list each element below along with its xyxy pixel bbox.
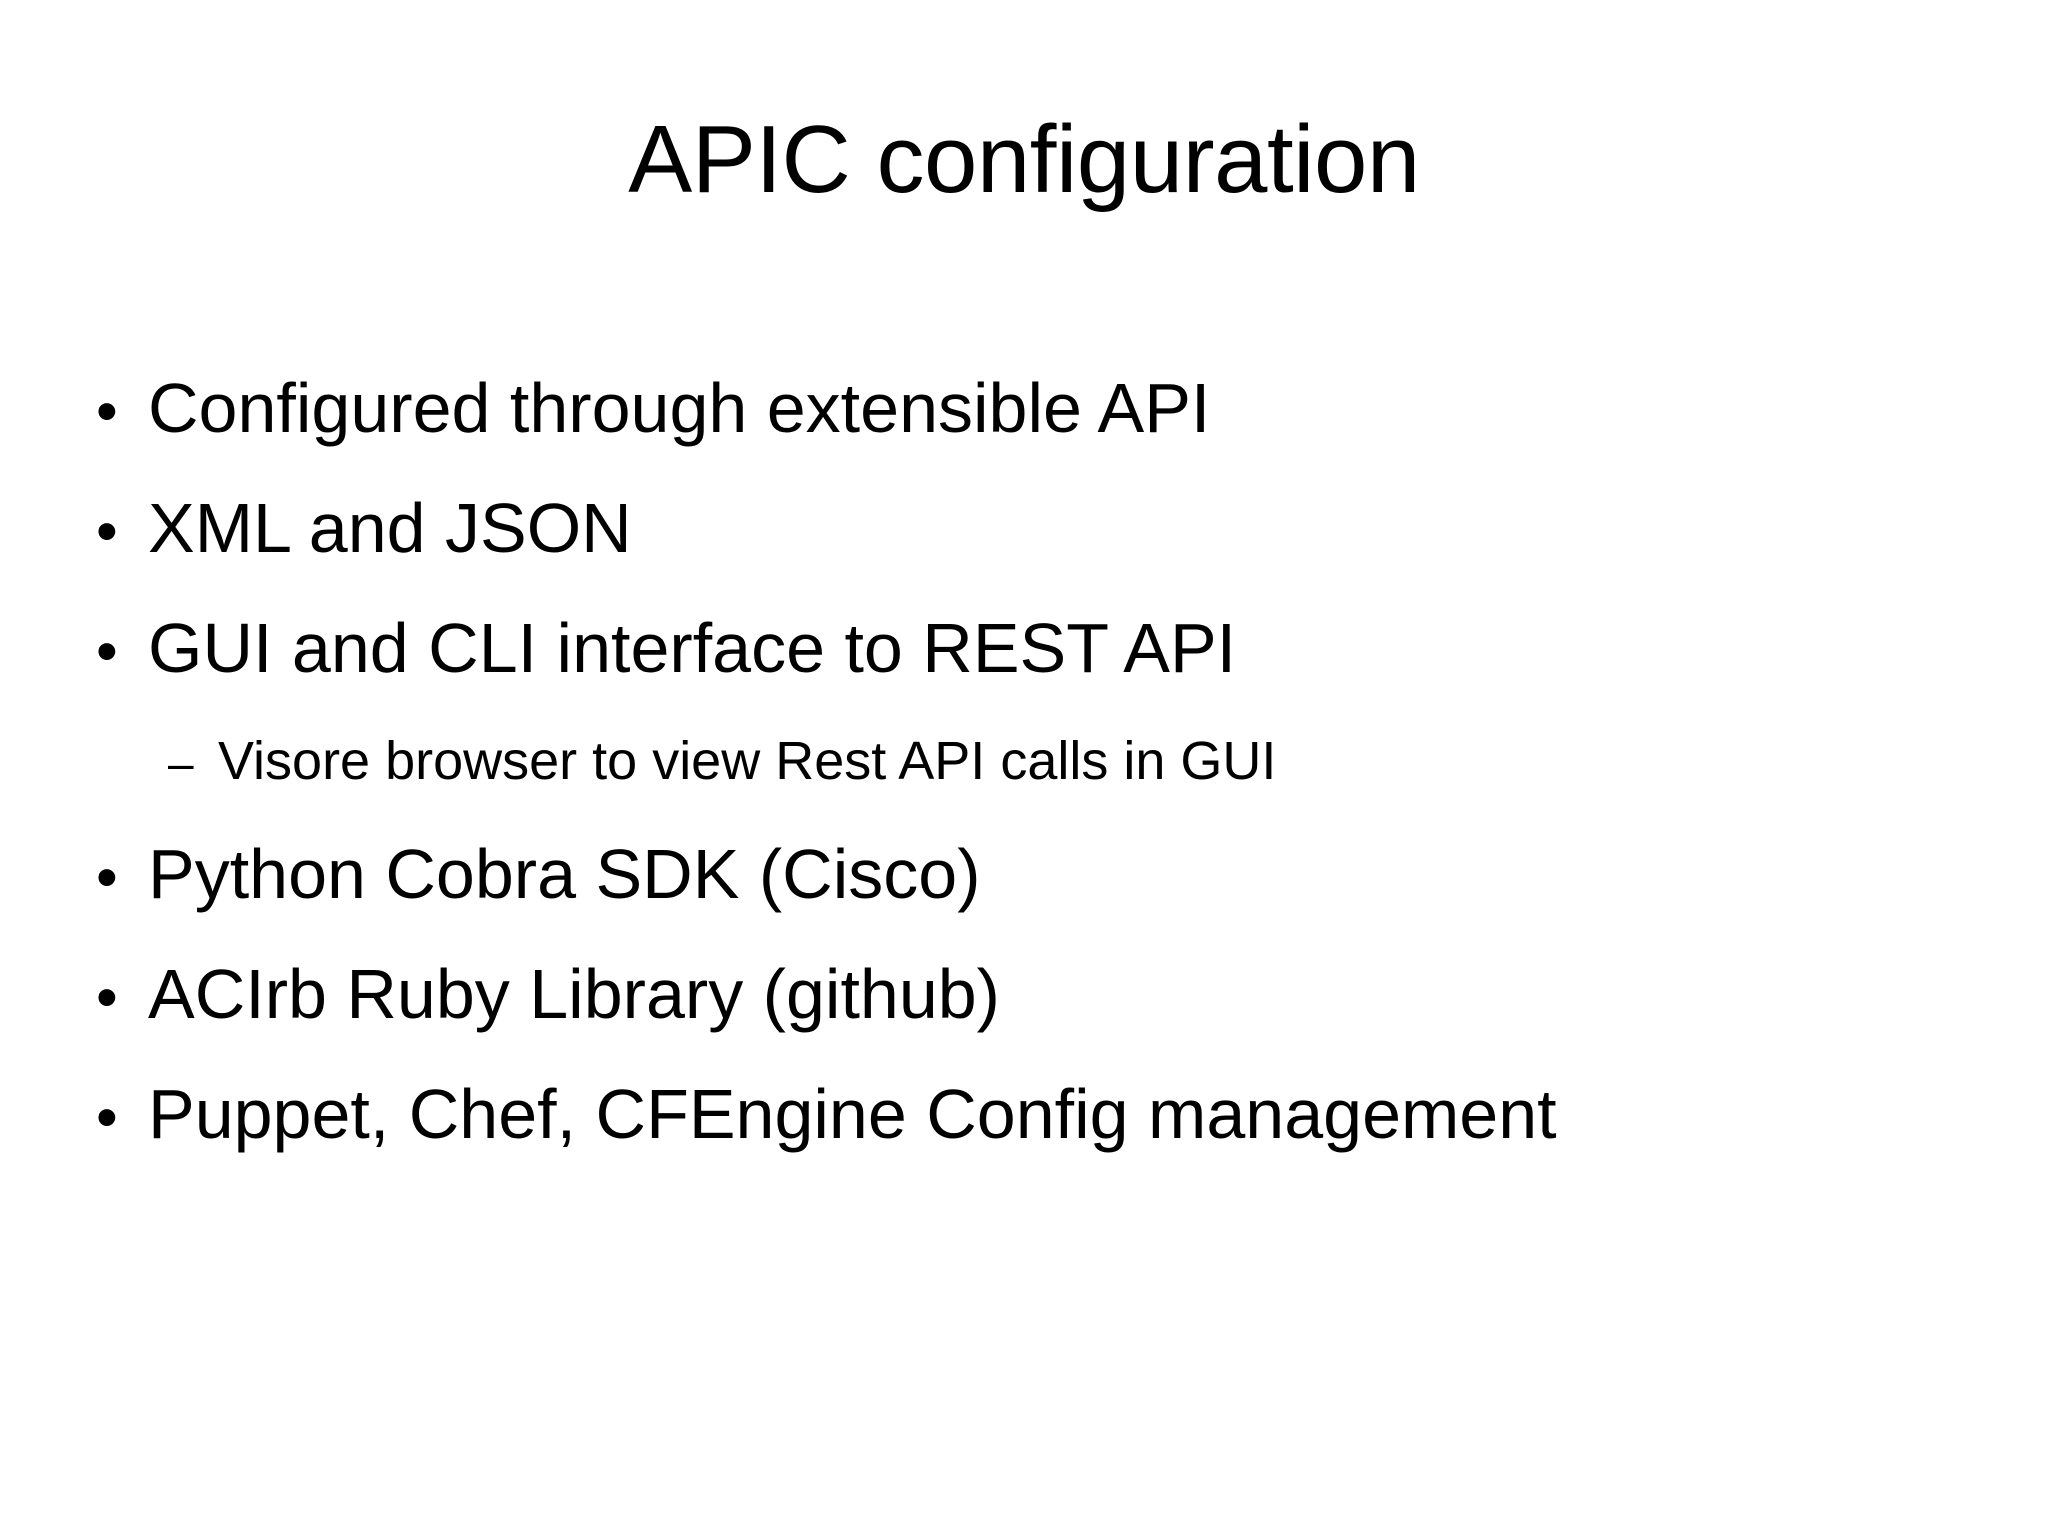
bullet-marker-icon: •	[96, 497, 118, 566]
bullet-marker-icon: •	[96, 843, 118, 912]
bullet-marker-icon: •	[96, 963, 118, 1032]
bullet-marker-icon: •	[96, 1083, 118, 1152]
list-item: • Python Cobra SDK (Cisco)	[96, 814, 1996, 934]
sub-list-item-label: Visore browser to view Rest API calls in…	[218, 731, 1277, 791]
list-item-label: XML and JSON	[148, 489, 632, 567]
list-item: • GUI and CLI interface to REST API	[96, 588, 1996, 708]
list-item-label: Configured through extensible API	[148, 369, 1211, 447]
dash-marker-icon: –	[168, 737, 194, 789]
list-item-label: Puppet, Chef, CFEngine Config management	[148, 1075, 1557, 1153]
bullet-marker-icon: •	[96, 617, 118, 686]
list-item: • Puppet, Chef, CFEngine Config manageme…	[96, 1054, 1996, 1174]
list-item-label: GUI and CLI interface to REST API	[148, 609, 1237, 687]
bullet-list: • Configured through extensible API • XM…	[96, 348, 1996, 1174]
list-item-label: Python Cobra SDK (Cisco)	[148, 835, 981, 913]
page-title: APIC configuration	[628, 106, 1420, 213]
sub-list-item: – Visore browser to view Rest API calls …	[96, 708, 2048, 814]
list-item: • Configured through extensible API	[96, 348, 1996, 468]
bullet-marker-icon: •	[96, 377, 118, 446]
list-item: • XML and JSON	[96, 468, 1996, 588]
list-item: • ACIrb Ruby Library (github)	[96, 934, 1996, 1054]
list-item-label: ACIrb Ruby Library (github)	[148, 955, 1000, 1033]
